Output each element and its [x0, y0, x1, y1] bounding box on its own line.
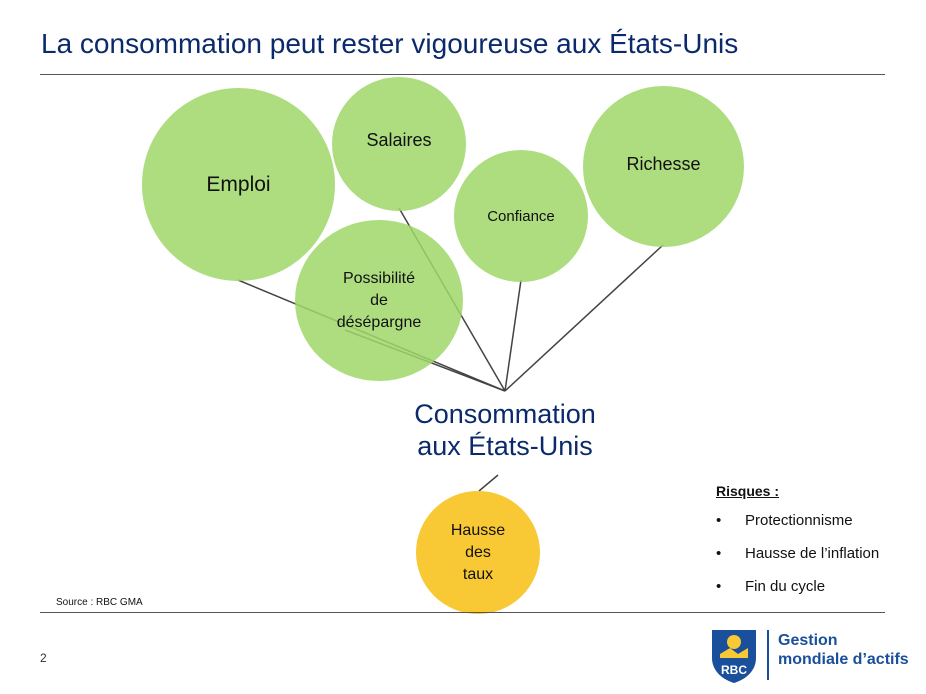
driver-desepargne-line1: Possibilité [342, 269, 416, 287]
bullet-icon: • [716, 545, 722, 562]
connector-richesse [504, 244, 664, 392]
driver-desepargne-line3: désépargne [336, 313, 422, 331]
bullet-icon: • [716, 578, 722, 595]
logo-line2: mondiale d’actifs [778, 651, 909, 668]
page-title: La consommation peut rester vigoureuse a… [41, 28, 739, 59]
logo-line1: Gestion [778, 632, 838, 649]
driver-richesse: Richesse [583, 86, 744, 247]
risk-item-label: Fin du cycle [745, 578, 826, 595]
footer-divider [40, 612, 885, 613]
risks-list: •Protectionnisme •Hausse de l’inflation … [716, 512, 916, 595]
connector-confiance [504, 279, 522, 392]
center-node-line1: Consommation [414, 399, 596, 429]
headwind-line2: des [465, 543, 491, 561]
headwind-line3: taux [462, 565, 494, 583]
risks-title: Risques : [716, 483, 780, 499]
bullet-icon: • [716, 512, 722, 529]
center-node-consommation: Consommation aux États-Unis [370, 398, 640, 463]
logo-wordmark: Gestion mondiale d’actifs [778, 631, 909, 669]
page-number: 2 [40, 651, 47, 665]
logo-divider [767, 630, 769, 680]
risks-box: Risques : • Protectionnisme • Hausse de l’… [716, 483, 916, 611]
risk-item: • Fin du cycle [716, 578, 916, 595]
headwind-hausse-taux: Hausse des taux [416, 491, 540, 614]
center-node-line2: aux États-Unis [417, 431, 593, 462]
driver-confiance: Confiance [454, 150, 588, 282]
headwind-line1: Hausse [450, 521, 506, 539]
risk-item: • Hausse de l’inflation [716, 545, 916, 562]
driver-salaires-label: Salaires [366, 129, 432, 150]
risk-item-label: Hausse de l’inflation [745, 545, 880, 562]
rbc-logo-text: RBC [721, 663, 747, 677]
risk-item: • Protectionnisme [716, 512, 916, 529]
source-note: Source : RBC GMA [56, 597, 143, 608]
driver-desepargne-line2: de [370, 291, 388, 309]
rbc-logo-icon: RBC [712, 630, 756, 683]
driver-salaires: Salaires [332, 77, 466, 211]
title-divider [40, 74, 885, 75]
driver-emploi: Emploi [142, 88, 335, 281]
driver-desepargne: Possibilité de désépargne [295, 220, 463, 381]
driver-confiance-label: Confiance [487, 207, 555, 225]
risk-item-label: Protectionnisme [745, 512, 853, 529]
driver-richesse-label: Richesse [626, 154, 701, 174]
driver-emploi-label: Emploi [206, 172, 271, 196]
connector-hausse-taux [478, 474, 499, 492]
